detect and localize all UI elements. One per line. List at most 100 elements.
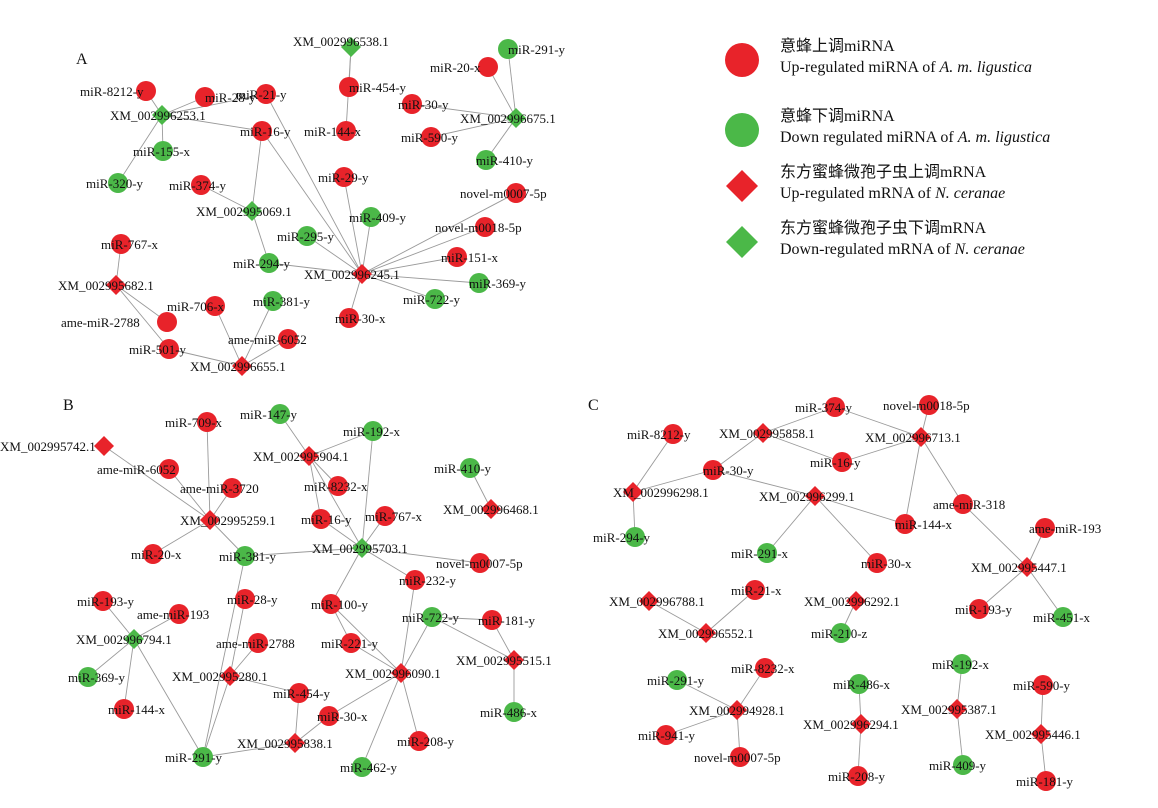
node-label-xm-002996713-1: XM_002996713.1: [865, 430, 961, 445]
up-regulated-mirna-node: [93, 591, 113, 611]
up-regulated-mirna-node: [235, 589, 255, 609]
node-label-mir-100-y: miR-100-y: [311, 597, 369, 612]
legend-circle-symbol: [725, 43, 759, 77]
up-regulated-mirna-node: [321, 594, 341, 614]
network-edge: [705, 589, 756, 634]
legend-text-en: Up-regulated mRNA of N. ceranae: [780, 183, 1005, 204]
up-regulated-mrna-node: [352, 264, 372, 284]
node-label-mir-30-x: miR-30-x: [861, 556, 912, 571]
up-regulated-mirna-node: [745, 580, 765, 600]
network-edge: [117, 114, 163, 184]
up-regulated-mrna-node: [106, 275, 126, 295]
node-label-xm-002995387-1: XM_002995387.1: [901, 702, 997, 717]
node-label-mir-151-x: miR-151-x: [441, 250, 499, 265]
node-label-xm-002995280-1: XM_002995280.1: [172, 669, 268, 684]
node-label-novel-m0018-5p: novel-m0018-5p: [435, 220, 522, 235]
down-regulated-mrna-node: [152, 105, 172, 125]
up-regulated-mirna-node: [319, 706, 339, 726]
network-edge: [168, 348, 243, 367]
up-regulated-mrna-node: [1031, 724, 1051, 744]
down-regulated-mirna-node: [422, 607, 442, 627]
node-label-ame-mir-3720: ame-miR-3720: [180, 481, 259, 496]
network-edge: [762, 432, 843, 463]
up-regulated-mrna-node: [911, 427, 931, 447]
network-edge: [431, 616, 515, 661]
down-regulated-mirna-node: [504, 702, 524, 722]
network-edge: [904, 436, 922, 525]
legend-circle-symbol: [725, 113, 759, 147]
down-regulated-mirna-node: [297, 226, 317, 246]
node-label-xm-002995682-1: XM_002995682.1: [58, 278, 154, 293]
node-label-xm-002996538-1: XM_002996538.1: [293, 34, 389, 49]
node-label-mir-208-y: miR-208-y: [397, 734, 455, 749]
down-regulated-mirna-node: [849, 674, 869, 694]
network-edge: [229, 598, 246, 677]
up-regulated-mrna-node: [94, 436, 114, 456]
node-label-mir-369-y: miR-369-y: [469, 276, 527, 291]
network-edge: [161, 93, 267, 116]
legend-text-zh: 意蜂上调miRNA: [780, 38, 895, 55]
node-label-mir-16-y: miR-16-y: [810, 455, 861, 470]
network-edge: [343, 176, 363, 275]
node-label-xm-002995069-1: XM_002995069.1: [196, 204, 292, 219]
node-label-mir-709-x: miR-709-x: [165, 415, 223, 430]
up-regulated-mrna-node: [299, 446, 319, 466]
node-label-mir-8212-y: miR-8212-y: [627, 427, 691, 442]
node-label-mir-291-y: miR-291-y: [647, 673, 705, 688]
node-label-xm-002996788-1: XM_002996788.1: [609, 594, 705, 609]
node-label-mir-486-x: miR-486-x: [833, 677, 891, 692]
node-label-xm-002995703-1: XM_002995703.1: [312, 541, 408, 556]
up-regulated-mrna-node: [285, 733, 305, 753]
up-regulated-mirna-node: [328, 476, 348, 496]
node-label-mir-232-y: miR-232-y: [399, 573, 457, 588]
up-regulated-mirna-node: [867, 553, 887, 573]
network-edge: [361, 547, 416, 581]
legend-text-zh: 意蜂下调miRNA: [780, 108, 895, 125]
network-edge: [361, 273, 436, 300]
node-label-mir-409-y: miR-409-y: [929, 758, 987, 773]
node-label-mir-374-y: miR-374-y: [169, 178, 227, 193]
network-edge: [123, 638, 135, 710]
down-regulated-mirna-node: [425, 289, 445, 309]
node-label-xm-002996292-1: XM_002996292.1: [804, 594, 900, 609]
legend-text-en-species: N. ceranae: [935, 185, 1006, 202]
legend-text-en-prefix: Down-regulated mRNA of: [780, 241, 955, 258]
up-regulated-mrna-node: [481, 499, 501, 519]
node-label-mir-295-y: miR-295-y: [277, 229, 335, 244]
down-regulated-mrna-node: [341, 37, 361, 57]
up-regulated-mirna-node: [169, 604, 189, 624]
network-edge: [766, 495, 816, 554]
node-label-mir-381-y: miR-381-y: [253, 294, 311, 309]
up-regulated-mirna-node: [832, 452, 852, 472]
up-regulated-mirna-node: [136, 81, 156, 101]
network-edge: [361, 672, 402, 768]
network-edge: [1026, 566, 1064, 618]
node-label-mir-454-y: miR-454-y: [349, 80, 407, 95]
node-label-mir-706-x: miR-706-x: [167, 299, 225, 314]
up-regulated-mrna-node: [1017, 557, 1037, 577]
down-regulated-mirna-node: [952, 654, 972, 674]
up-regulated-mirna-node: [447, 247, 467, 267]
network-edge: [361, 430, 374, 549]
network-edge: [161, 114, 263, 132]
node-label-mir-294-y: miR-294-y: [233, 256, 291, 271]
node-label-mir-20-x: miR-20-x: [131, 547, 182, 562]
node-label-ame-mir-193: ame-miR-193: [137, 607, 209, 622]
up-regulated-mirna-node: [111, 234, 131, 254]
up-regulated-mirna-node: [157, 312, 177, 332]
up-regulated-mirna-node: [478, 57, 498, 77]
node-label-mir-451-x: miR-451-x: [1033, 610, 1091, 625]
node-label-mir-30-y: miR-30-y: [398, 97, 449, 112]
network-edge: [115, 284, 170, 350]
node-label-mir-722-y: miR-722-y: [403, 292, 461, 307]
legend-text-en: Up-regulated miRNA of A. m. ligustica: [780, 57, 1032, 78]
up-regulated-mirna-node: [663, 424, 683, 444]
up-regulated-mirna-node: [755, 658, 775, 678]
down-regulated-mirna-node: [361, 207, 381, 227]
node-label-mir-192-x: miR-192-x: [932, 657, 990, 672]
